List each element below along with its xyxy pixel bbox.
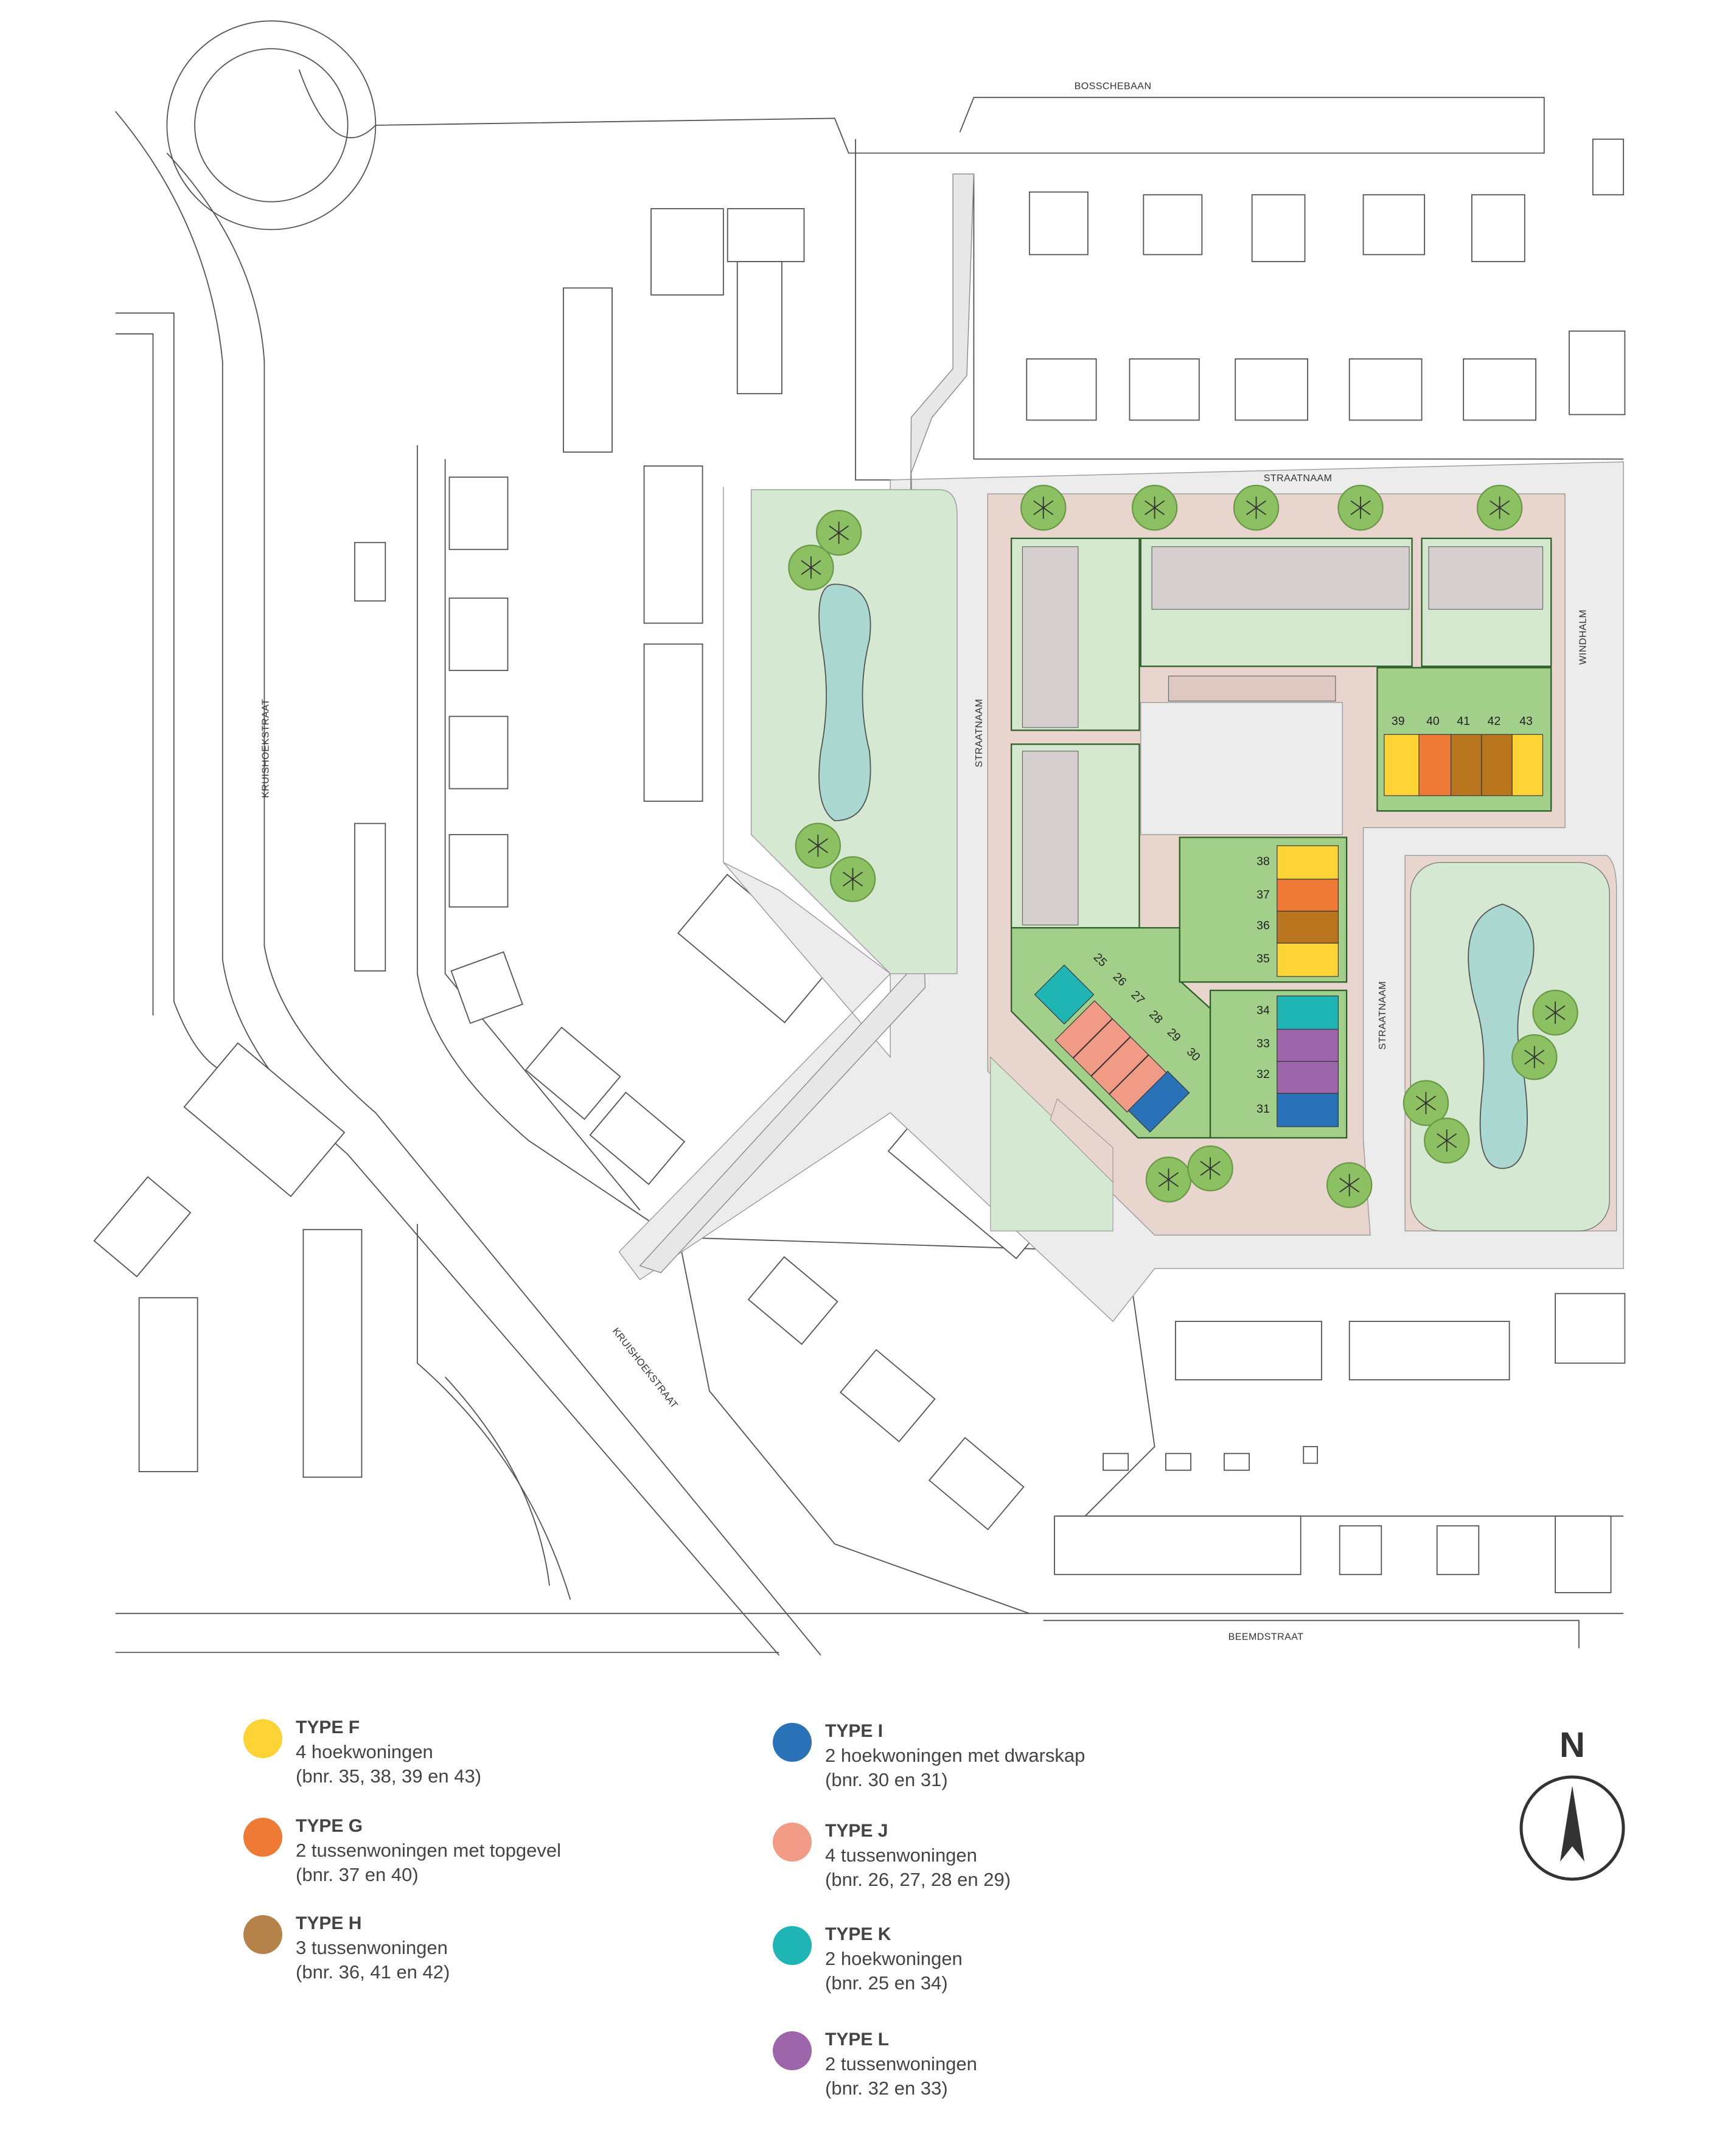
legend-plot-numbers: (bnr. 26, 27, 28 en 29) [825,1869,1011,1890]
plot-number-41: 41 [1457,714,1470,728]
plot-number-43: 43 [1519,714,1533,728]
legend-item-type-h: TYPE H 3 tussenwoningen (bnr. 36, 41 en … [243,1911,450,1984]
legend-title: TYPE J [825,1821,888,1841]
tree-icon [1476,484,1523,531]
house-31-type-i [1277,1093,1339,1127]
house-32-type-l [1277,1060,1339,1094]
ponds [818,583,1535,1169]
plot-number-34: 34 [1256,1004,1270,1017]
legend-title: TYPE H [296,1913,362,1933]
house-36-type-h [1277,911,1339,944]
legend-plot-numbers: (bnr. 37 en 40) [296,1864,419,1885]
house-26-type-j [1054,1000,1113,1059]
legend-item-type-l: TYPE L 2 tussenwoningen (bnr. 32 en 33) [773,2028,977,2101]
tree-icon [1337,484,1384,531]
trees [788,484,1578,1208]
legend-color-dot [243,1818,282,1857]
legend-description: 2 hoekwoningen [825,1948,963,1969]
street-label-straatnaam-east: STRAATNAAM [1378,981,1388,1050]
plot-number-31: 31 [1256,1102,1270,1116]
tree-icon [815,510,862,556]
house-25-type-k [1034,964,1095,1025]
house-34-type-k [1277,995,1339,1030]
house-33-type-l [1277,1029,1339,1062]
legend-color-dot [773,1723,812,1762]
house-28-type-j [1090,1036,1149,1095]
legend-color-dot [243,1719,282,1758]
legend-item-type-f: TYPE F 4 hoekwoningen (bnr. 35, 38, 39 e… [243,1716,481,1789]
legend-description: 3 tussenwoningen [296,1937,448,1958]
plot-number-42: 42 [1488,714,1501,728]
house-35-type-f [1277,942,1339,977]
legend-title: TYPE G [296,1816,363,1836]
tree-icon [1131,484,1178,531]
legend-plot-numbers: (bnr. 35, 38, 39 en 43) [296,1765,482,1787]
legend-item-type-i: TYPE I 2 hoekwoningen met dwarskap (bnr.… [773,1719,1085,1792]
legend-color-dot [773,1926,812,1965]
house-41-type-h [1451,734,1482,796]
tree-icon [795,822,842,869]
tree-icon [1145,1156,1192,1203]
legend-color-dot [773,1823,812,1862]
plot-number-32: 32 [1256,1068,1270,1081]
tree-icon [1403,1080,1449,1126]
house-27-type-j [1073,1018,1131,1077]
legend-item-type-j: TYPE J 4 tussenwoningen (bnr. 26, 27, 28… [773,1819,1011,1892]
street-label-straatnaam-top: STRAATNAAM [1264,473,1333,484]
legend-plot-numbers: (bnr. 32 en 33) [825,2078,948,2099]
north-arrow: N [1518,1725,1627,1895]
tree-icon [1020,484,1067,531]
house-40-type-g [1418,734,1452,796]
legend-description: 4 tussenwoningen [825,1845,977,1866]
house-38-type-f [1277,845,1339,880]
house-37-type-g [1277,878,1339,912]
tree-icon [829,856,876,902]
street-label-bosschebaan: BOSSCHEBAAN [1075,81,1152,91]
tree-icon [1187,1145,1233,1192]
house-43-type-f [1511,734,1544,796]
plot-number-37: 37 [1256,888,1270,902]
tree-icon [1532,989,1578,1036]
legend-plot-numbers: (bnr. 25 en 34) [825,1972,948,1994]
plot-number-39: 39 [1392,714,1405,728]
tree-icon [1424,1118,1470,1164]
legend-title: TYPE F [296,1717,360,1737]
legend-title: TYPE K [825,1924,891,1944]
new-houses [1034,734,1544,1133]
street-label-kruishoekstraat-north: KRUISHOEKSTRAAT [260,699,271,798]
legend-plot-numbers: (bnr. 36, 41 en 42) [296,1961,450,1983]
compass-icon [1519,1775,1625,1881]
legend-description: 2 tussenwoningen met topgevel [296,1840,562,1861]
tree-icon [1326,1162,1373,1208]
plot-number-36: 36 [1256,919,1270,932]
tree-icon [1233,484,1280,531]
street-label-windhalm: WINDHALM [1578,610,1588,665]
grey-houses [1022,546,1544,926]
legend-title: TYPE I [825,1721,883,1741]
plot-number-38: 38 [1256,855,1270,868]
street-label-beemdstraat: BEEMDSTRAAT [1228,1632,1304,1643]
legend-plot-numbers: (bnr. 30 en 31) [825,1769,948,1790]
plot-number-35: 35 [1256,952,1270,965]
house-42-type-h [1481,734,1513,796]
legend-description: 4 hoekwoningen [296,1741,433,1762]
legend-description: 2 tussenwoningen [825,2053,977,2074]
north-label: N [1559,1725,1585,1765]
legend-description: 2 hoekwoningen met dwarskap [825,1745,1086,1766]
plot-number-33: 33 [1256,1037,1270,1051]
plot-number-40: 40 [1426,714,1440,728]
legend-item-type-g: TYPE G 2 tussenwoningen met topgevel (bn… [243,1814,561,1887]
street-label-straatnaam-west: STRAATNAAM [974,699,984,768]
tree-icon [788,544,834,591]
house-39-type-f [1384,734,1420,796]
legend-title: TYPE L [825,2029,890,2050]
street-label-kruishoekstraat-south: KRUISHOEKSTRAAT [610,1326,680,1411]
legend-color-dot [243,1915,282,1954]
tree-icon [1511,1034,1558,1080]
house-30-type-i [1127,1070,1190,1133]
legend-color-dot [773,2031,812,2070]
legend-item-type-k: TYPE K 2 hoekwoningen (bnr. 25 en 34) [773,1922,963,1995]
